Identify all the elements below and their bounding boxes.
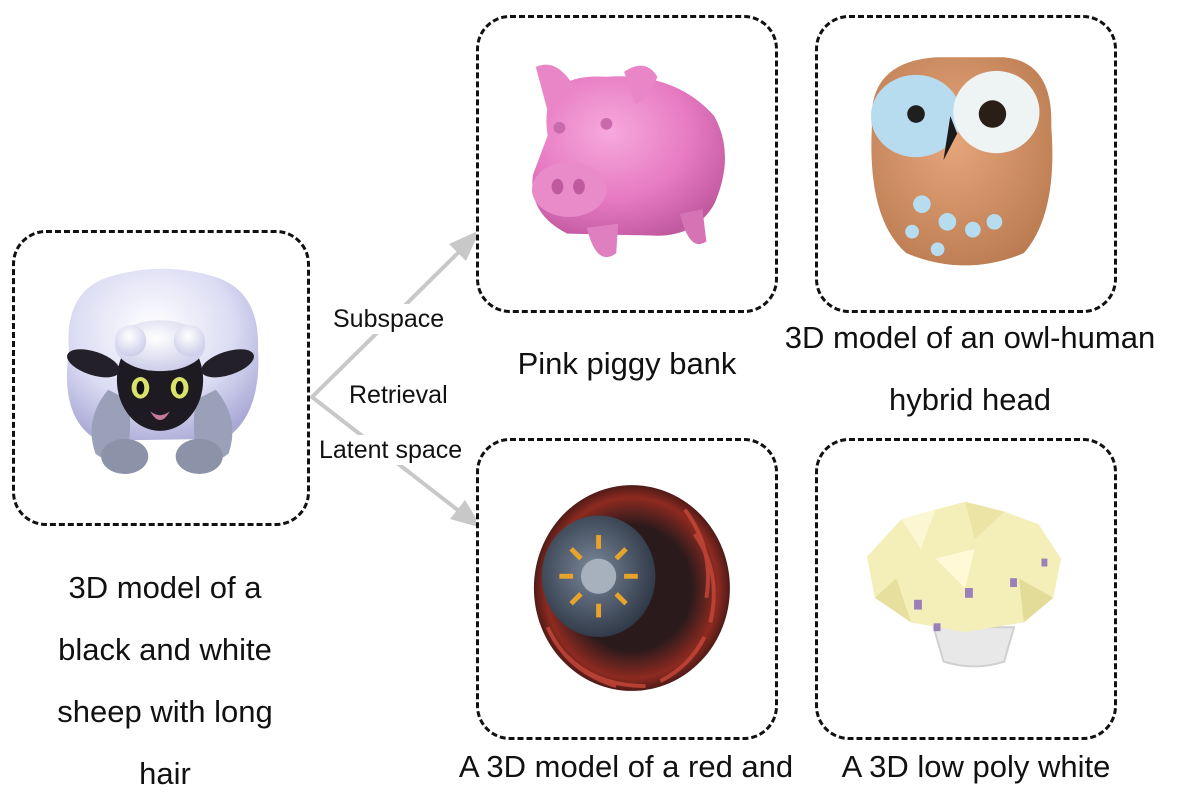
result-caption-tire: A 3D model of a red and: [430, 736, 822, 798]
query-caption: 3D model of a black and white sheep with…: [10, 557, 320, 805]
result-caption-line: A 3D model of a red and: [458, 749, 794, 784]
result-box-tire: [476, 438, 778, 740]
query-caption-line: sheep with long: [57, 694, 273, 729]
subspace-label: Subspace: [333, 304, 445, 334]
tire-icon: [533, 485, 730, 691]
sheep-icon: [66, 268, 259, 475]
result-box-piggy-bank: [476, 15, 778, 313]
result-caption-line: Pink piggy bank: [517, 346, 737, 381]
query-caption-line: 3D model of a: [68, 570, 262, 605]
owl-head-icon: [870, 57, 1053, 266]
result-caption-line: hybrid head: [888, 382, 1051, 417]
result-caption-piggy-bank: Pink piggy bank: [476, 333, 778, 395]
result-caption-owl-head: 3D model of an owl-human hybrid head: [760, 307, 1180, 431]
piggy-bank-icon: [531, 64, 725, 258]
result-box-owl-head: [815, 15, 1117, 313]
cupcake-icon: [867, 501, 1062, 668]
result-caption-line: A 3D low poly white: [841, 749, 1111, 784]
result-caption-line: 3D model of an owl-human: [784, 320, 1156, 355]
result-box-cupcake: [815, 438, 1117, 740]
retrieval-label: Retrieval: [349, 380, 448, 410]
query-sheep-box: [12, 230, 310, 526]
result-caption-cupcake: A 3D low poly white: [800, 736, 1152, 798]
query-caption-line: black and white: [58, 632, 272, 667]
latent-space-label: Latent space: [319, 435, 463, 465]
query-caption-line: hair: [139, 756, 191, 791]
